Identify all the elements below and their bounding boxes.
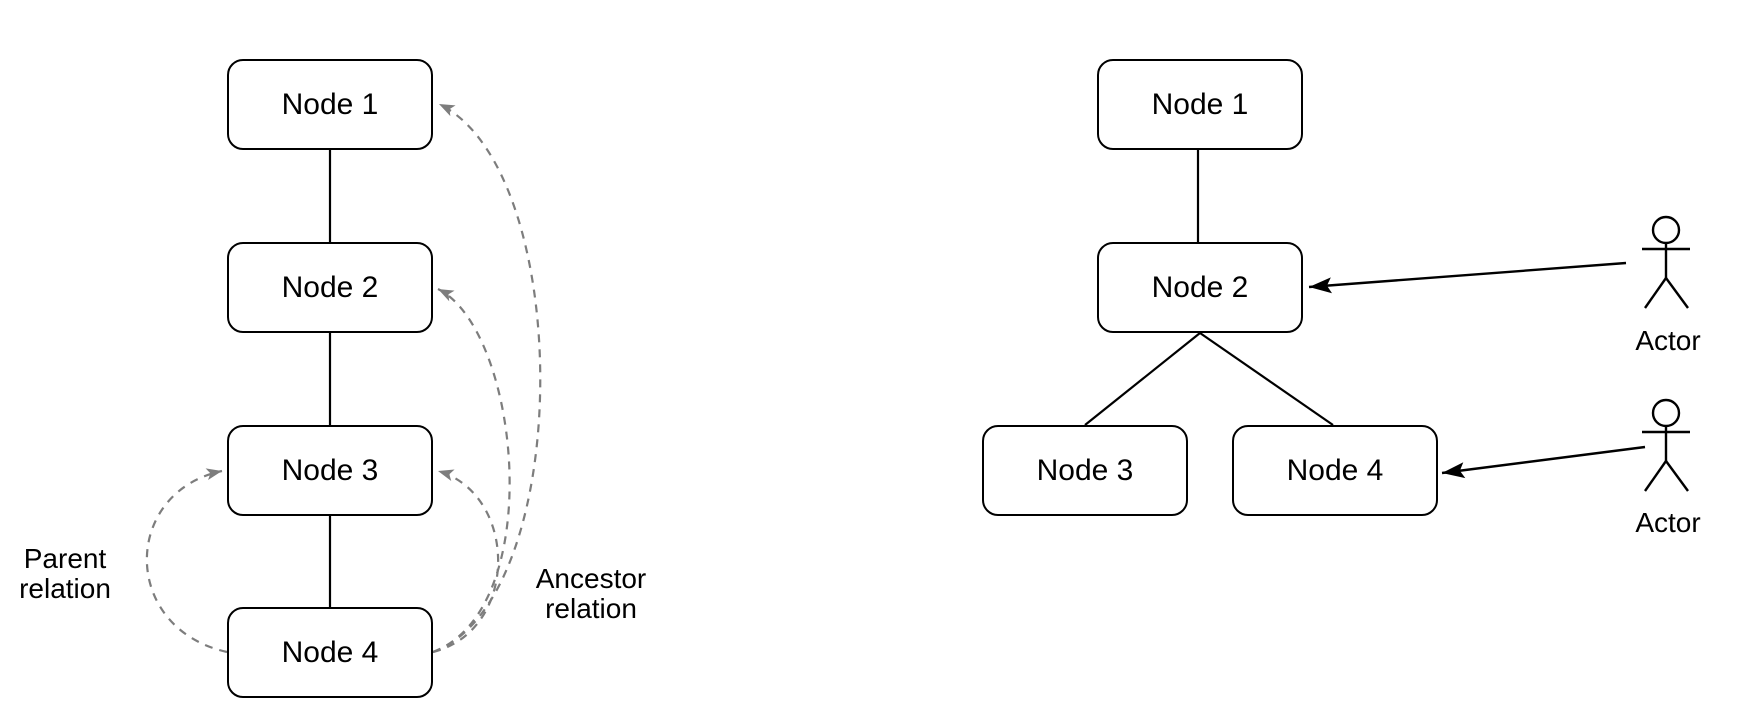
ancestor-relation-label: Ancestor relation	[536, 564, 647, 624]
left-node-4-label: Node 4	[281, 635, 379, 669]
left-node-1: Node 1	[227, 59, 433, 150]
left-node-4: Node 4	[227, 607, 433, 698]
right-tree-edges	[1084, 150, 1334, 426]
right-node-1: Node 1	[1097, 59, 1303, 150]
right-node-3: Node 3	[982, 425, 1188, 516]
actor-arrows	[1308, 261, 1646, 479]
right-node-3-label: Node 3	[1036, 453, 1134, 487]
left-node-2: Node 2	[227, 242, 433, 333]
edge-node2-node4	[1199, 332, 1334, 426]
right-node-4-label: Node 4	[1286, 453, 1384, 487]
left-node-1-label: Node 1	[281, 87, 379, 121]
ancestor-relation-edge-node4-node1	[432, 103, 542, 654]
actor1-arrow-node2	[1308, 261, 1627, 294]
relation-edges	[145, 103, 542, 654]
parent-relation-label-line1: Parent	[23, 543, 107, 574]
ancestor-relation-label-line1: Ancestor	[535, 563, 647, 594]
right-node-4: Node 4	[1232, 425, 1438, 516]
right-node-1-label: Node 1	[1151, 87, 1249, 121]
actor2-label: Actor	[1635, 507, 1701, 538]
actor2-arrow-node4	[1441, 445, 1646, 479]
actor1-icon	[1642, 215, 1690, 309]
parent-relation-edge-node4-node3-left	[145, 468, 228, 654]
actor2-icon	[1642, 398, 1690, 492]
right-node-2: Node 2	[1097, 242, 1303, 333]
actor1-label: Actor	[1635, 325, 1701, 356]
edge-node2-node3	[1084, 332, 1201, 426]
parent-relation-label-line2: relation	[19, 573, 111, 604]
ancestor-relation-edge-node4-node3-right	[432, 469, 500, 654]
left-node-2-label: Node 2	[281, 270, 379, 304]
right-node-2-label: Node 2	[1151, 270, 1249, 304]
left-node-3-label: Node 3	[281, 453, 379, 487]
ancestor-relation-label-line2: relation	[545, 593, 637, 624]
left-node-3: Node 3	[227, 425, 433, 516]
ancestor-relation-edge-node4-node2	[432, 288, 511, 654]
parent-relation-label: Parent relation	[19, 544, 111, 604]
